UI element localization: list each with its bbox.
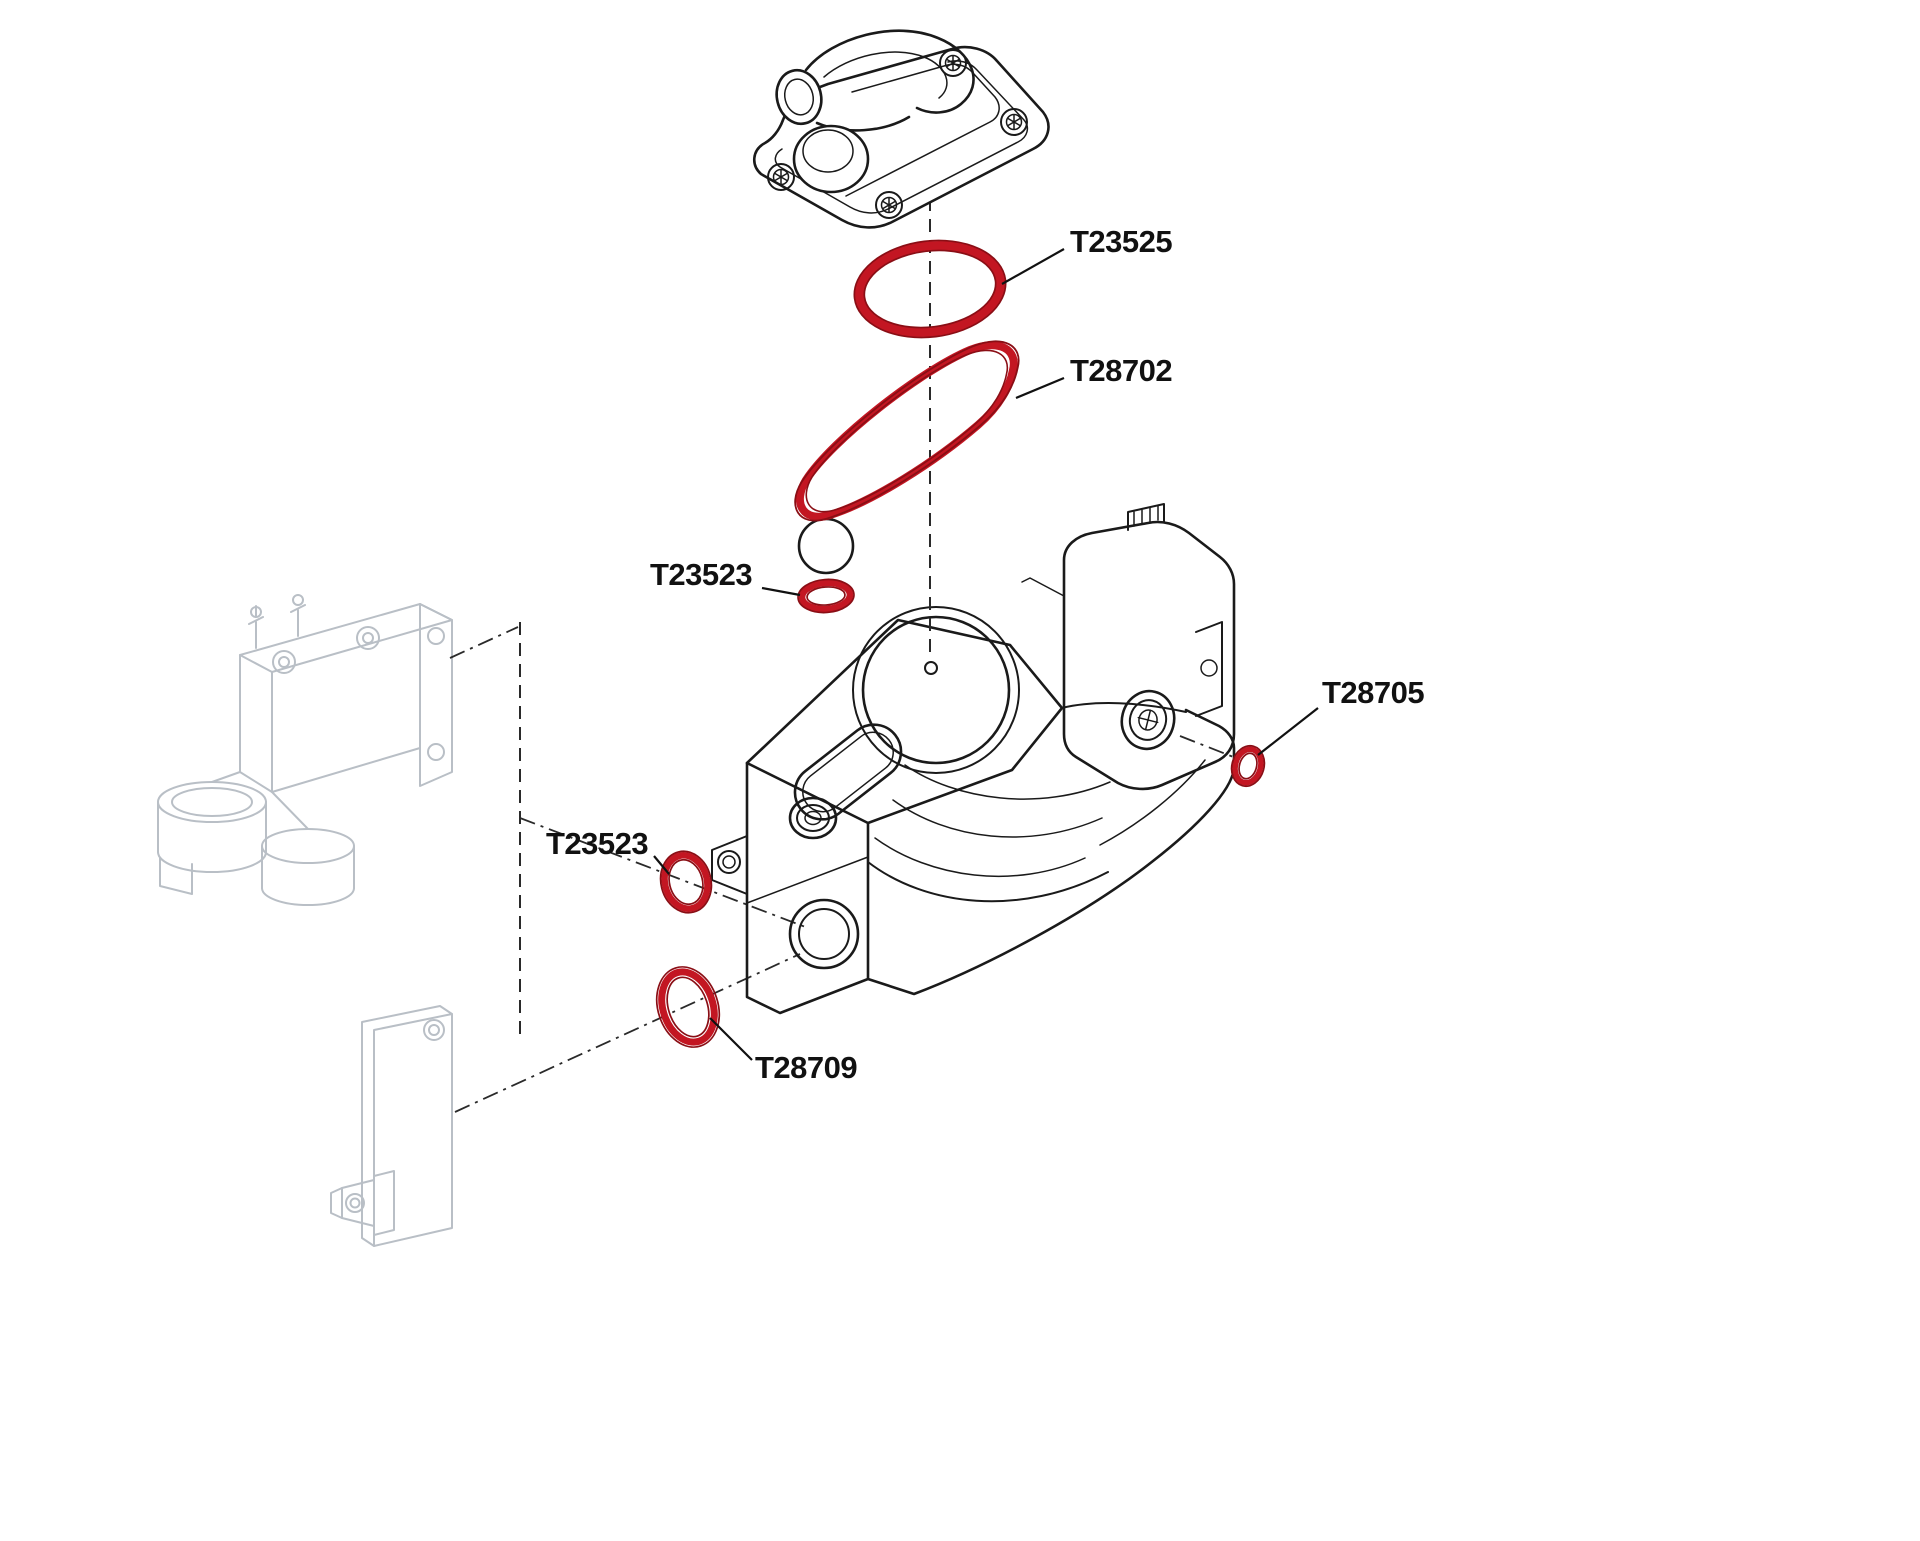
- leader-line: [1015, 376, 1065, 400]
- check-ball: [797, 517, 855, 575]
- top-center-hole: [924, 661, 938, 675]
- part-label: T23523: [650, 557, 752, 592]
- tank-cap: [1127, 503, 1165, 531]
- leader-line: [653, 855, 670, 875]
- tank-side-port: [1120, 689, 1176, 751]
- housing-top-right-edge: [1061, 702, 1187, 713]
- callout-t23523-left: T23523: [546, 826, 670, 875]
- front-lower-bore: [788, 898, 860, 970]
- leader-line: [709, 1017, 753, 1061]
- callout-t23525: T23525: [1001, 224, 1173, 285]
- gasket-teardrop-t28702: [794, 340, 1020, 522]
- cover-screw-icon: [875, 191, 903, 219]
- module-right-plate: [419, 603, 453, 787]
- leader-line: [1257, 707, 1319, 756]
- hex-fitting: [330, 1170, 395, 1236]
- module-front-face: [239, 654, 273, 793]
- oring-small-center-t23523: [797, 578, 855, 614]
- cover-screw-icon: [1000, 108, 1028, 136]
- plate-hole: [427, 627, 445, 645]
- top-circle: [861, 615, 1011, 765]
- cover-elbow-tube: [775, 29, 975, 132]
- valve-cover-part: [753, 29, 1050, 229]
- part-label: T28709: [755, 1050, 857, 1085]
- cover-screw-icon: [939, 49, 967, 77]
- oring-large-t23525: [853, 239, 1007, 339]
- part-label: T23523: [546, 826, 648, 861]
- tank-part: [1021, 503, 1236, 791]
- connector-pins: [248, 594, 306, 649]
- left-mount-tab: [711, 835, 748, 895]
- front-upper-boss: [788, 796, 838, 840]
- housing-body-silhouette: [866, 708, 1236, 996]
- callout-t28705: T28705: [1257, 675, 1425, 756]
- construction-line-right: [1179, 735, 1237, 759]
- module-screws: [272, 626, 380, 674]
- housing-rib-lines: [867, 759, 1206, 903]
- module-cylinders: [157, 771, 355, 906]
- housing-front-face: [745, 761, 870, 1015]
- front-face-step-line: [746, 856, 869, 904]
- tank-outline: [1062, 520, 1236, 791]
- plate-hole: [427, 743, 445, 761]
- oring-right-t28705: [1230, 744, 1266, 788]
- part-label: T28702: [1070, 353, 1172, 388]
- top-plate-outline: [852, 606, 1020, 774]
- tank-bracket: [1195, 621, 1223, 717]
- plate-edge-line: [373, 1013, 453, 1247]
- construction-line-upper: [449, 626, 519, 659]
- leader-line: [1001, 248, 1065, 285]
- plate-bolt: [423, 1019, 445, 1041]
- callout-t28702: T28702: [1015, 353, 1173, 400]
- callout-t28709: T28709: [709, 1017, 858, 1085]
- cover-screw-icon: [767, 163, 795, 191]
- part-label: T28705: [1322, 675, 1424, 710]
- tank-wire-line: [1021, 577, 1065, 597]
- cover-dome: [792, 124, 870, 194]
- pump-module-faded: [157, 594, 453, 906]
- leader-line: [761, 586, 801, 597]
- cover-plate-faded: [330, 1005, 453, 1247]
- oring-left-t23523: [659, 850, 713, 914]
- construction-line-lower-diagonal: [454, 953, 801, 1113]
- pump-housing-part: [711, 606, 1236, 1015]
- oring-bottom-t28709: [655, 966, 721, 1048]
- module-side-face: [271, 603, 421, 793]
- callout-t23523-center: T23523: [650, 557, 801, 597]
- part-label: T23525: [1070, 224, 1172, 259]
- construction-line-mid-diagonal: [519, 817, 809, 929]
- plate-outline: [361, 1005, 453, 1247]
